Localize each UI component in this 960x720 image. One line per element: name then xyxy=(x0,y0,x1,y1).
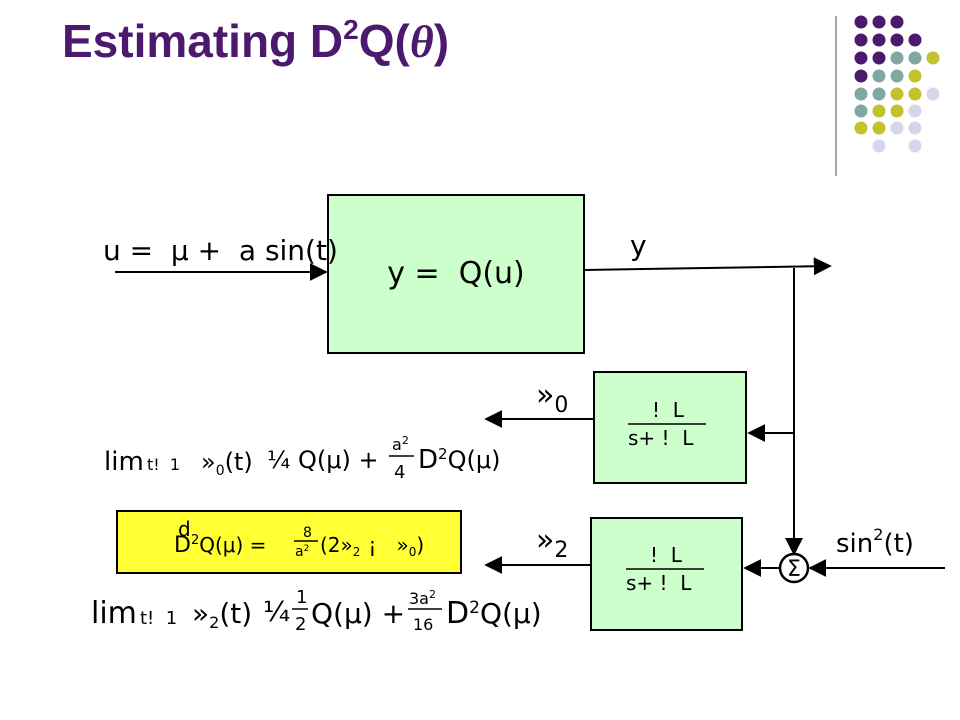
decor-dot xyxy=(890,104,904,118)
decor-dot xyxy=(854,104,868,118)
lim2-frac1-num: 1 xyxy=(296,587,307,608)
decor-dot xyxy=(872,51,886,65)
filter-top-denominator: s+ ! L xyxy=(628,426,694,450)
decor-dot xyxy=(908,104,922,118)
lim2-frac2-den: 16 xyxy=(413,615,433,634)
decor-dot xyxy=(908,69,922,83)
decor-dot xyxy=(872,87,886,101)
decor-dot xyxy=(872,104,886,118)
estimate-equation: d D2Q(μ) = 8 a2 (2»2¡»0) xyxy=(174,517,424,560)
decor-dot xyxy=(854,51,868,65)
title-theta: θ xyxy=(409,16,434,67)
title-close: ) xyxy=(433,15,450,67)
input-label: u = μ + a sin(t) xyxy=(103,234,338,267)
title-main: Estimating D xyxy=(62,15,344,67)
estimate-highlight-box xyxy=(116,510,462,574)
decor-dot xyxy=(926,51,940,65)
lim2-lim: lim xyxy=(91,596,137,631)
decor-dot xyxy=(872,69,886,83)
lim1-approx: ¼ xyxy=(267,446,290,474)
limit-xi0-equation: lim t! 1 »0(t) ¼ Q(μ) + a2 4 D2Q(μ) xyxy=(104,434,500,483)
lim1-xi: »0(t) xyxy=(201,448,253,479)
slide-title: Estimating D2Q(θ) xyxy=(62,14,449,68)
decor-dot xyxy=(854,15,868,29)
decor-dot xyxy=(890,121,904,135)
title-after: Q( xyxy=(358,15,410,67)
lim2-q: Q(μ) + xyxy=(311,597,405,630)
lim1-frac-den: 4 xyxy=(394,462,405,483)
decor-dot xyxy=(854,87,868,101)
decor-dot xyxy=(908,33,922,47)
title-superscript: 2 xyxy=(343,14,359,45)
filter-bottom-numerator: ! L xyxy=(650,543,683,567)
est-paren: (2»2¡»0) xyxy=(320,533,424,559)
summing-symbol: Σ xyxy=(787,557,801,582)
decor-dot xyxy=(908,51,922,65)
lim2-frac2-num: 3a2 xyxy=(409,588,436,608)
decor-dot xyxy=(908,121,922,135)
filter-bottom-block xyxy=(590,517,743,631)
lim1-sub: t! 1 xyxy=(147,455,180,474)
decor-dot xyxy=(872,15,886,29)
lim2-approx: ¼ xyxy=(263,595,290,628)
lim2-d: D2Q(μ) xyxy=(446,596,542,631)
decor-dot xyxy=(872,121,886,135)
lim1-q: Q(μ) + xyxy=(298,446,379,474)
decor-dot xyxy=(890,15,904,29)
decor-dot xyxy=(872,139,886,153)
est-frac-den: a2 xyxy=(295,544,309,560)
decor-dot xyxy=(854,33,868,47)
output-label: y xyxy=(630,229,647,262)
decor-dot xyxy=(854,121,868,135)
decor-dot xyxy=(890,51,904,65)
decor-dot xyxy=(890,87,904,101)
decor-dot xyxy=(908,87,922,101)
lim2-xi: »2(t) xyxy=(192,597,252,632)
decor-dot xyxy=(926,87,940,101)
plant-block xyxy=(327,194,585,354)
decor-dot xyxy=(890,69,904,83)
dot-grid-decoration xyxy=(854,15,940,153)
filter-top-numerator: ! L xyxy=(652,398,685,422)
est-frac-num: 8 xyxy=(303,525,312,541)
xi2-label: »2 xyxy=(536,523,568,563)
decor-dot xyxy=(872,33,886,47)
est-D: D2Q(μ) = xyxy=(174,533,266,558)
sin2-label: sin2(t) xyxy=(836,525,914,559)
est-d: d xyxy=(178,517,191,541)
plant-label: y = Q(u) xyxy=(387,256,525,291)
lim1-lim: lim xyxy=(104,447,144,477)
filter-bottom-denominator: s+ ! L xyxy=(626,571,692,595)
xi0-label: »0 xyxy=(536,378,568,418)
limit-xi2-equation: lim t! 1 »2(t) ¼ 1 2 Q(μ) + 3a2 16 D2Q(μ… xyxy=(91,587,542,635)
lim1-frac-num: a2 xyxy=(392,434,409,454)
filter-top-block xyxy=(593,371,747,484)
lim2-sub: t! 1 xyxy=(140,608,177,629)
decor-dot xyxy=(908,139,922,153)
output-arrow xyxy=(583,257,832,276)
lim1-d: D2Q(μ) xyxy=(418,445,500,475)
decor-dot xyxy=(854,69,868,83)
lim2-frac1-den: 2 xyxy=(295,614,306,635)
decor-dot xyxy=(890,33,904,47)
